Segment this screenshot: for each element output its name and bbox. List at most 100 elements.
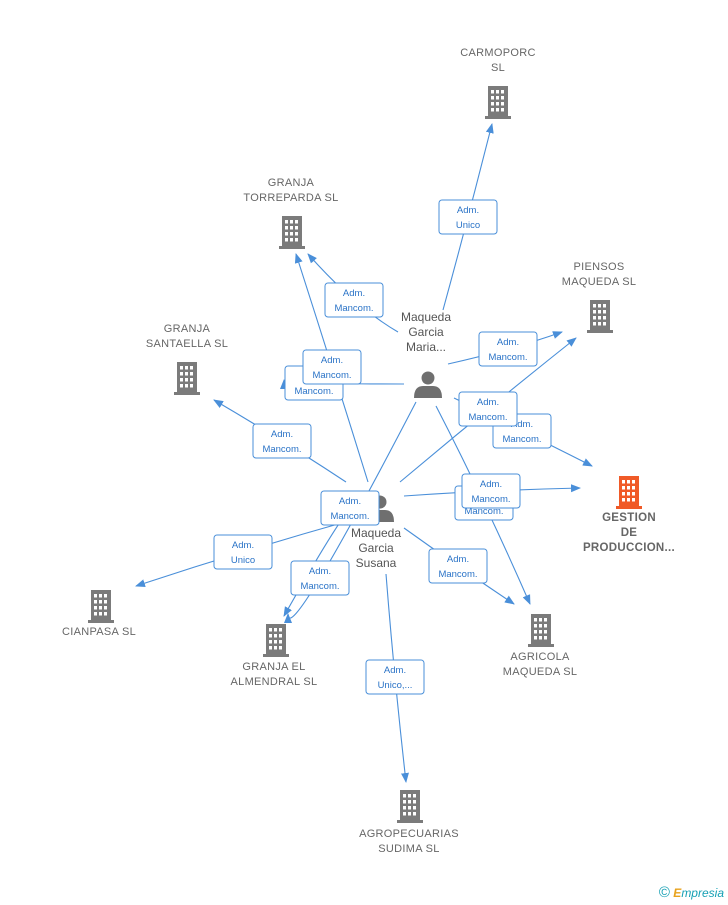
edge-label-frame [478,331,538,367]
company-carmoporc[interactable]: CARMOPORC SL [460,47,535,119]
company-agricola-maqueda[interactable]: AGRICOLA MAQUEDA SL [503,614,578,678]
edge-label-text: Mancom. [438,569,477,580]
building-icon [397,790,423,823]
company-label: MAQUEDA SL [562,276,637,288]
company-label: TORREPARDA SL [243,192,338,204]
edge-label-box[interactable]: Adm. Mancom. [461,473,521,509]
company-label: CIANPASA SL [62,626,136,638]
person-label: Maqueda [401,310,451,324]
edge-label-box[interactable]: Adm. Unico [213,534,273,570]
brand-name: mpresia [681,886,724,900]
building-icon [616,476,642,509]
edge-label-text: Mancom. [330,511,369,522]
edge-label-text: Adm. [309,566,331,577]
edge-label-frame [324,282,384,318]
edge-label-box[interactable]: Adm. Mancom. [478,331,538,367]
edge-label-text: Mancom. [502,434,541,445]
edge-label-box[interactable]: Adm. Unico [438,199,498,235]
building-icon [88,590,114,623]
company-label: GRANJA EL [242,661,305,673]
building-icon [174,362,200,395]
edge-label-box[interactable]: Adm. Mancom. [324,282,384,318]
company-piensos-maqueda[interactable]: PIENSOS MAQUEDA SL [562,261,637,333]
company-cianpasa[interactable]: CIANPASA SL [62,590,136,638]
copyright-footer: © Empresia [659,884,724,901]
edge-label-text: Adm. [480,479,502,490]
edge-label-text: Mancom. [464,506,503,517]
edge-label-text: Mancom. [312,370,351,381]
person-label: Garcia [408,325,444,339]
edge-label-text: Adm. [384,665,406,676]
person-label: Susana [356,556,397,570]
edge-label-text: Adm. [321,355,343,366]
edge-label-frame [365,659,425,695]
edge-label-frame [320,490,380,526]
edge-label-text: Adm. [447,554,469,565]
brand-initial: E [673,886,682,900]
edge-label-text: Unico [231,555,255,566]
building-icon [485,86,511,119]
company-label: PIENSOS [573,261,624,273]
edge-label-text: Adm. [497,337,519,348]
company-label: SL [491,62,505,74]
edge-label-box[interactable]: Adm. Mancom. [290,560,350,596]
company-label: AGRICOLA [510,651,570,663]
edge-label-text: Mancom. [471,494,510,505]
company-granja-el-almendral[interactable]: GRANJA EL ALMENDRAL SL [231,624,318,688]
edge-label-text: Mancom. [262,444,301,455]
company-label: SUDIMA SL [378,843,439,855]
person-label: Maqueda [351,526,401,540]
edge-label-frame [290,560,350,596]
edge-label-box[interactable]: Adm. Mancom. [302,349,362,385]
edge-label-box[interactable]: Adm. Mancom. [320,490,380,526]
person-label: Garcia [358,541,394,555]
edge-label-text: Mancom. [468,412,507,423]
company-label: MAQUEDA SL [503,666,578,678]
edge-label-text: Adm. [477,397,499,408]
edge-label-text: Adm. [339,496,361,507]
edge-label-text: Mancom. [488,352,527,363]
company-label: GESTION [602,512,656,524]
building-icon [587,300,613,333]
edge-label-text: Mancom. [334,303,373,314]
company-label: DE [621,527,638,539]
edge-label-box[interactable]: Adm. Mancom. [252,423,312,459]
person-icon [414,371,442,398]
company-label: GRANJA [268,177,315,189]
company-agropecuarias-sudima[interactable]: AGROPECUARIAS SUDIMA SL [359,790,459,855]
edge-label-text: Adm. [232,540,254,551]
company-granja-torreparda[interactable]: GRANJA TORREPARDA SL [243,177,338,249]
company-granja-santaella[interactable]: GRANJA SANTAELLA SL [146,323,228,395]
person-maria[interactable]: MaquedaGarciaMaria... [401,310,451,398]
edge-label-text: Adm. [457,205,479,216]
company-label: CARMOPORC [460,47,535,59]
company-gestion-produccion[interactable]: GESTIONDEPRODUCCION... [583,476,675,554]
edge-label-frame [302,349,362,385]
edge-label-box[interactable]: Adm. Mancom. [458,391,518,427]
edge-label-text: Unico,... [378,680,413,691]
edge-label-box[interactable]: Adm. Unico,... [365,659,425,695]
building-icon [528,614,554,647]
person-label: Maria... [406,340,446,354]
company-label: GRANJA [164,323,211,335]
company-label: SANTAELLA SL [146,338,228,350]
edge-label-text: Adm. [271,429,293,440]
company-label: AGROPECUARIAS [359,828,459,840]
edge-label-text: Mancom. [300,581,339,592]
building-icon [263,624,289,657]
edge-label-text: Adm. [343,288,365,299]
edge-label-frame [428,548,488,584]
edge-label-frame [252,423,312,459]
building-icon [279,216,305,249]
edge-label-text: Adm. [511,419,533,430]
company-label: ALMENDRAL SL [231,676,318,688]
edge-label-frame [458,391,518,427]
edge-label-frame [461,473,521,509]
edge-label-box[interactable]: Adm. Mancom. [428,548,488,584]
copyright-icon: © [658,884,670,901]
edge-label-frame [213,534,273,570]
edge-label-frame [438,199,498,235]
edge-label-text: Unico [456,220,480,231]
edge-label-text: Mancom. [294,386,333,397]
